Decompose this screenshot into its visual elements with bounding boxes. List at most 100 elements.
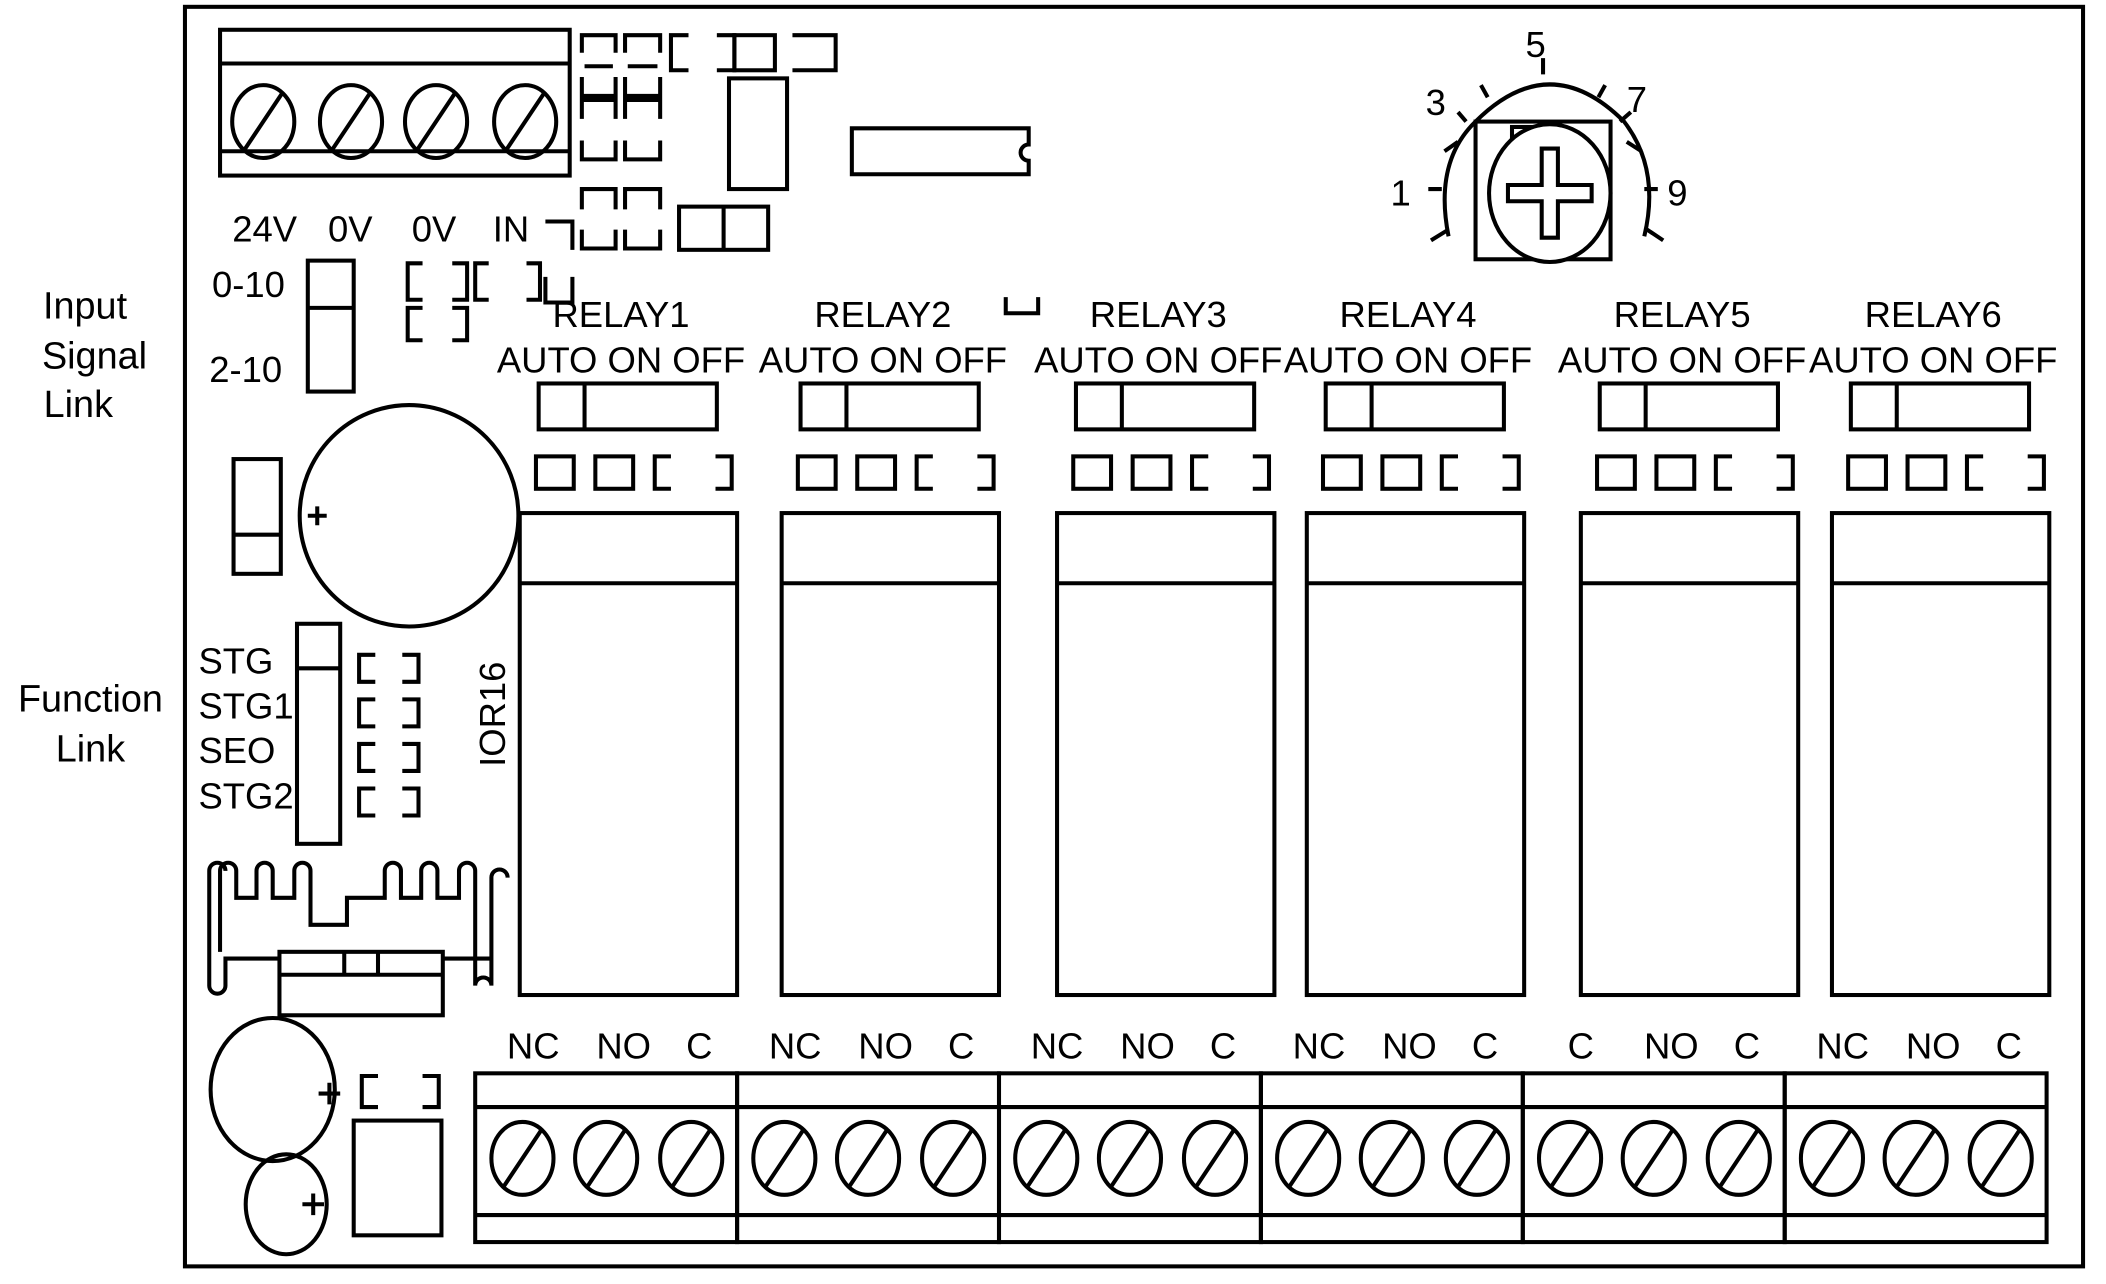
smd-pad-bottom <box>359 1074 441 1110</box>
label-line: Link <box>56 728 125 770</box>
mode-switch[interactable] <box>798 381 981 432</box>
screw-icon[interactable] <box>1013 1119 1080 1197</box>
relay-mode-labels: AUTO ON OFF <box>1284 340 1532 381</box>
screw-icon[interactable] <box>834 1119 902 1197</box>
smd-pads-top <box>405 33 1041 343</box>
mode-switch[interactable] <box>1073 381 1257 432</box>
screw-icon[interactable] <box>658 1119 725 1197</box>
contact-label: NC <box>769 1025 822 1066</box>
function-link-label: Function Link <box>18 679 163 771</box>
relay-output-terminal-5: C NO C <box>1520 1025 1787 1245</box>
pot-scale-7: 7 <box>1627 79 1647 120</box>
contact-label: NO <box>1382 1025 1437 1066</box>
relay-pads <box>1071 454 1272 491</box>
contact-label: NO <box>1906 1025 1961 1066</box>
screw-icon[interactable] <box>1705 1119 1772 1197</box>
relay-body <box>1055 511 1277 998</box>
label-line: Link <box>44 384 113 426</box>
screw-icon[interactable] <box>1882 1119 1949 1197</box>
relay-pads <box>795 454 996 491</box>
contact-label: C <box>1568 1025 1594 1066</box>
relay-body <box>1304 511 1527 998</box>
mode-switch[interactable] <box>1848 381 2032 432</box>
contact-label: C <box>686 1025 712 1066</box>
relay-pads <box>1320 454 1521 491</box>
function-option-stg2: STG2 <box>198 776 293 817</box>
board-outline <box>182 4 2086 1269</box>
contact-label: NC <box>1031 1025 1084 1066</box>
screw-icon[interactable] <box>751 1119 818 1197</box>
function-link-pads <box>357 652 421 818</box>
relay-name: RELAY4 <box>1340 294 1477 335</box>
pad <box>357 652 421 684</box>
relay-mode-labels: AUTO ON OFF <box>497 340 745 381</box>
heatsink <box>207 860 510 1018</box>
terminal-label-0v-2: 0V <box>412 209 457 250</box>
relay-name: RELAY6 <box>1865 294 2002 335</box>
contact-label: NC <box>507 1025 560 1066</box>
contact-label: C <box>1734 1025 1760 1066</box>
capacitor-medium <box>208 1015 341 1164</box>
function-option-stg1: STG1 <box>198 685 293 726</box>
screw-icon[interactable] <box>1096 1119 1164 1197</box>
relay-pads <box>1595 454 1795 491</box>
range-label-2-10: 2-10 <box>209 349 282 390</box>
input-signal-jumper[interactable] <box>305 258 356 394</box>
contact-label: C <box>1472 1025 1498 1066</box>
potentiometer[interactable]: 1 3 5 7 9 <box>1391 24 1688 264</box>
screw-icon[interactable] <box>1358 1119 1425 1197</box>
screw-icon[interactable] <box>230 83 297 161</box>
pot-scale-3: 3 <box>1426 82 1446 123</box>
screw-icon[interactable] <box>1275 1119 1342 1197</box>
screw-icon[interactable] <box>1620 1119 1687 1197</box>
relay-name: RELAY5 <box>1614 294 1751 335</box>
relay-body <box>779 511 1002 998</box>
pad <box>357 786 421 818</box>
screw-icon[interactable] <box>1967 1119 2034 1197</box>
relay-mode-labels: AUTO ON OFF <box>1809 340 2057 381</box>
relay-mode-labels: AUTO ON OFF <box>759 340 1007 381</box>
contact-label: NO <box>1644 1025 1699 1066</box>
screw-icon[interactable] <box>489 1119 556 1197</box>
screw-icon[interactable] <box>317 83 385 161</box>
relay-output-terminal-1: NC NO C <box>473 1025 740 1245</box>
relay-name: RELAY3 <box>1090 294 1227 335</box>
screw-icon[interactable] <box>1798 1119 1866 1197</box>
relay-pads <box>1846 454 2046 491</box>
relay-body <box>1578 511 1801 998</box>
pot-scale-9: 9 <box>1667 172 1687 213</box>
screw-icon[interactable] <box>1536 1119 1604 1197</box>
terminal-label-24v: 24V <box>232 209 298 250</box>
contact-label: C <box>1210 1025 1236 1066</box>
mode-switch[interactable] <box>536 381 719 432</box>
inductor <box>351 1118 444 1238</box>
screw-icon[interactable] <box>573 1119 640 1197</box>
screw-icon[interactable] <box>402 83 470 161</box>
relay-pads <box>533 454 734 491</box>
mode-switch[interactable] <box>1323 381 1506 432</box>
input-signal-link-label: Input Signal Link <box>42 286 147 427</box>
label-line: Function <box>18 679 163 721</box>
screw-icon[interactable] <box>1443 1119 1510 1197</box>
screw-icon[interactable] <box>492 83 559 161</box>
contact-label: NC <box>1293 1025 1346 1066</box>
screw-icon[interactable] <box>1181 1119 1249 1197</box>
relay-name: RELAY1 <box>552 294 689 335</box>
contact-label: NO <box>596 1025 651 1066</box>
chip-label: IOR16 <box>472 662 513 767</box>
label-line: Signal <box>42 336 147 378</box>
screw-icon[interactable] <box>920 1119 987 1197</box>
function-link-jumper[interactable] <box>294 621 343 846</box>
contact-label: NO <box>858 1025 913 1066</box>
function-option-seo: SEO <box>198 730 275 771</box>
mode-switch[interactable] <box>1597 381 1780 432</box>
contact-label: NO <box>1120 1025 1175 1066</box>
